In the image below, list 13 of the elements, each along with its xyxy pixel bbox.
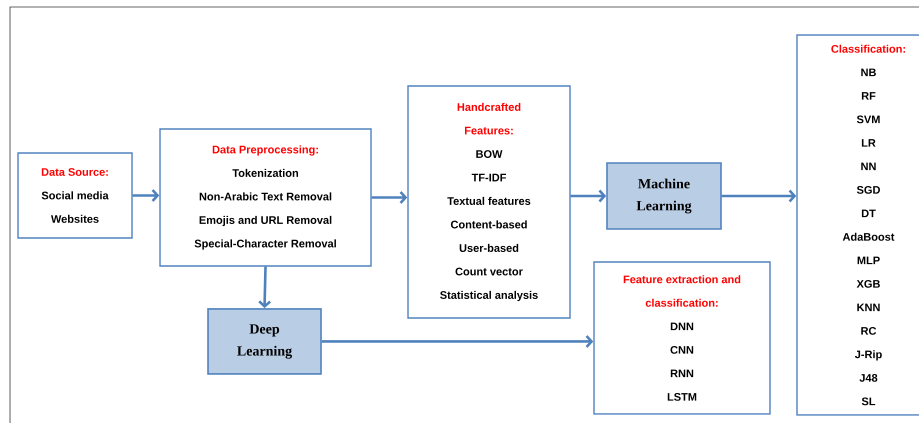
process-box: Machine Learning: [606, 162, 722, 230]
text-box: Feature extraction and classification: DNN CNN RNN LSTM: [593, 261, 771, 415]
process-box: Deep Learning: [207, 308, 322, 375]
arrow: [722, 190, 796, 202]
text-box: Data Source: Social media Websites: [17, 152, 133, 239]
arrow: [322, 335, 594, 348]
text-box: Handcrafted Features: BOW TF-IDF Textual features Content-based User-based Count vector Statistical analysis: [407, 85, 571, 319]
arrow: [570, 190, 606, 202]
text-box: Classification: NB RF SVM LR NN SGD DT AdaBoost MLP XGB KNN RC J-Rip J48 SL: [796, 34, 919, 416]
arrow: [258, 266, 272, 308]
text-box: Data Preprocessing: Tokenization Non-Arabic Text Removal Emojis and URL Removal Special-Character Removal: [159, 128, 372, 267]
arrow: [372, 191, 408, 204]
arrow: [132, 189, 160, 202]
